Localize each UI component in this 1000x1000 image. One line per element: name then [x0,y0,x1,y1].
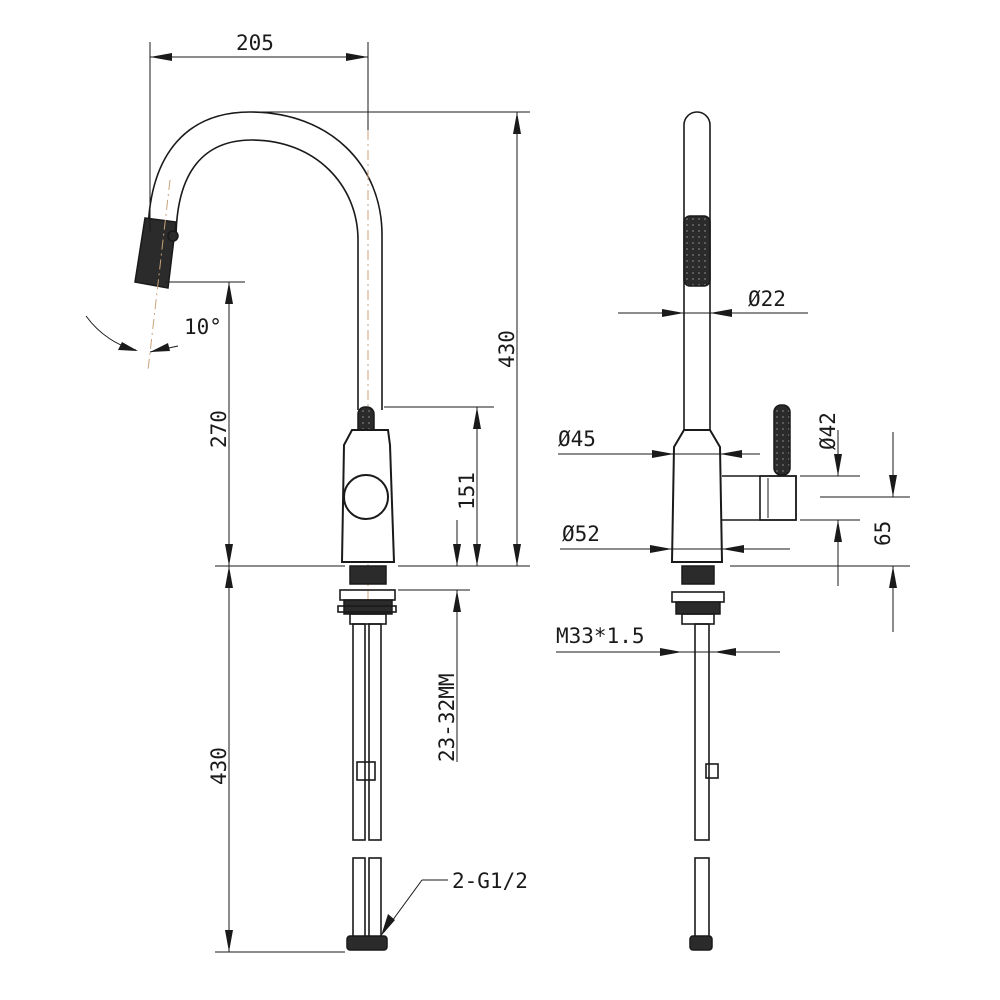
front-lock-nut [675,601,721,615]
dim-neck-diameter: Ø45 [558,427,596,451]
side-spout-outer [147,111,383,410]
spray-head [134,217,177,289]
front-dimensions: Ø22 Ø45 Ø42 65 Ø52 M33*1.5 [556,287,910,656]
dim-handle-diameter: Ø42 [816,412,840,450]
dim-hose-connector: 2-G1/2 [452,869,528,893]
side-shank-collar [349,613,387,625]
dim-spout-clearance: 270 [207,410,231,448]
front-hose-lower [694,857,710,939]
side-base-nut [349,565,387,585]
dim-spout-reach: 205 [236,31,274,55]
front-base-nut [681,565,715,585]
spray-button [167,230,179,242]
front-lever-grip [773,404,791,476]
side-view [134,111,397,951]
front-spout [683,111,711,430]
front-shank-collar [681,613,715,625]
dim-thread: M33*1.5 [556,624,645,648]
side-hose-right-lower [368,857,382,939]
front-hose [694,623,710,841]
side-hose-left-lower [352,857,366,939]
front-handle-arm [722,475,797,521]
dim-base-diameter: Ø52 [562,522,600,546]
front-spray-grip [683,215,711,287]
side-hose-clip [356,761,376,781]
front-body [670,429,724,563]
dim-angle: 10° [184,315,222,339]
spout-centerline [147,179,171,371]
side-dimensions: 205 430 270 10° 151 23-32MM [85,31,530,953]
side-spout-inner [175,139,359,410]
front-view [670,111,797,951]
side-hose-fitting [346,935,388,951]
front-handle-hub [759,475,797,521]
side-hose-right [368,623,382,841]
side-plate [337,605,397,613]
dim-handle-offset: 65 [871,521,895,546]
front-washer [671,591,725,603]
front-hose-clip [705,763,719,779]
dim-spout-diameter: Ø22 [748,287,786,311]
dim-handle-height: 151 [455,472,479,510]
side-hose-left [352,623,366,841]
side-cartridge-knob [343,474,389,520]
dim-counter-thickness: 23-32MM [435,673,459,762]
dim-total-height: 430 [495,330,519,368]
front-hose-fitting [689,935,713,951]
dim-shank-length: 430 [207,747,231,785]
